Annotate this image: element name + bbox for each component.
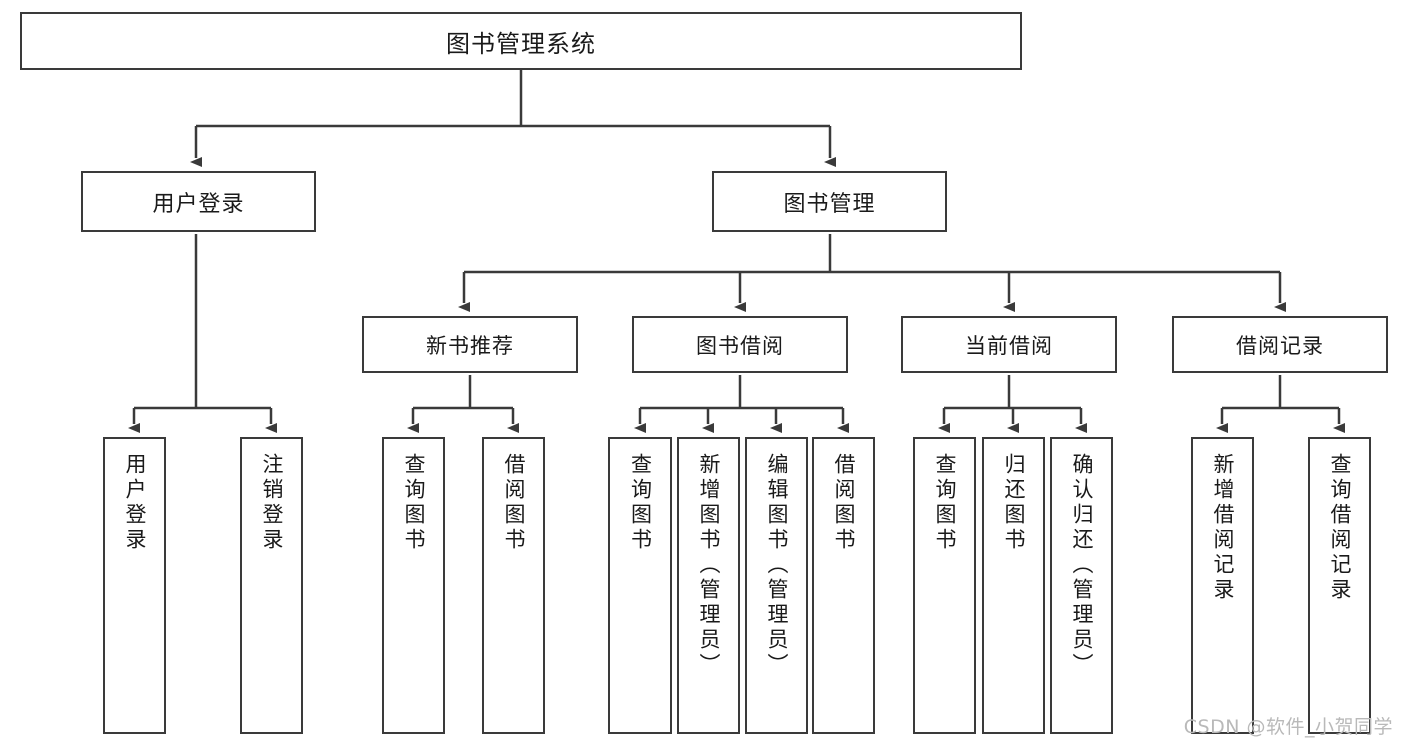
node-book-borrow[interactable]: 图书借阅	[632, 316, 848, 373]
leaf-recommend-borrow-book[interactable]: 借阅图书	[482, 437, 545, 734]
leaf-record-query-borrow-record-label: 查询借阅记录	[1328, 453, 1352, 603]
node-user-login[interactable]: 用户登录	[81, 171, 316, 232]
leaf-user-login[interactable]: 用户登录	[103, 437, 166, 734]
node-book-management[interactable]: 图书管理	[712, 171, 947, 232]
leaf-current-return-book[interactable]: 归还图书	[982, 437, 1045, 734]
node-root-label: 图书管理系统	[446, 29, 596, 58]
leaf-user-login-label: 用户登录	[123, 453, 147, 553]
node-current-borrow[interactable]: 当前借阅	[901, 316, 1117, 373]
leaf-borrow-query-book-label: 查询图书	[628, 453, 653, 553]
leaf-current-query-book[interactable]: 查询图书	[913, 437, 976, 734]
leaf-record-add-borrow-record-label: 新增借阅记录	[1211, 453, 1235, 603]
leaf-record-add-borrow-record[interactable]: 新增借阅记录	[1191, 437, 1254, 734]
node-borrow-record[interactable]: 借阅记录	[1172, 316, 1388, 373]
leaf-borrow-edit-book-admin-label: 编辑图书（管理员）	[765, 453, 789, 678]
leaf-logout[interactable]: 注销登录	[240, 437, 303, 734]
leaf-recommend-borrow-book-label: 借阅图书	[502, 453, 526, 553]
node-new-book-recommend[interactable]: 新书推荐	[362, 316, 578, 373]
node-current-borrow-label: 当前借阅	[965, 333, 1053, 358]
leaf-borrow-query-book[interactable]: 查询图书	[608, 437, 672, 734]
leaf-recommend-query-book-label: 查询图书	[402, 453, 426, 553]
watermark-text: CSDN @软件_小贺同学	[1183, 716, 1393, 738]
leaf-current-query-book-label: 查询图书	[933, 453, 957, 553]
leaf-current-confirm-return-admin[interactable]: 确认归还（管理员）	[1050, 437, 1113, 734]
node-root-book-management-system[interactable]: 图书管理系统	[20, 12, 1022, 70]
leaf-current-confirm-return-admin-label: 确认归还（管理员）	[1070, 453, 1094, 678]
leaf-borrow-borrow-book-label: 借阅图书	[832, 453, 856, 553]
leaf-borrow-borrow-book[interactable]: 借阅图书	[812, 437, 875, 734]
node-new-book-recommend-label: 新书推荐	[426, 333, 514, 358]
leaf-borrow-edit-book-admin[interactable]: 编辑图书（管理员）	[745, 437, 808, 734]
leaf-recommend-query-book[interactable]: 查询图书	[382, 437, 445, 734]
node-user-login-label: 用户登录	[152, 191, 245, 217]
leaf-borrow-add-book-admin[interactable]: 新增图书（管理员）	[677, 437, 740, 734]
node-book-management-label: 图书管理	[783, 191, 876, 217]
leaf-record-query-borrow-record[interactable]: 查询借阅记录	[1308, 437, 1371, 734]
node-borrow-record-label: 借阅记录	[1236, 333, 1324, 358]
node-book-borrow-label: 图书借阅	[696, 333, 784, 358]
leaf-current-return-book-label: 归还图书	[1002, 453, 1026, 553]
leaf-borrow-add-book-admin-label: 新增图书（管理员）	[697, 453, 721, 678]
leaf-logout-label: 注销登录	[260, 453, 284, 553]
